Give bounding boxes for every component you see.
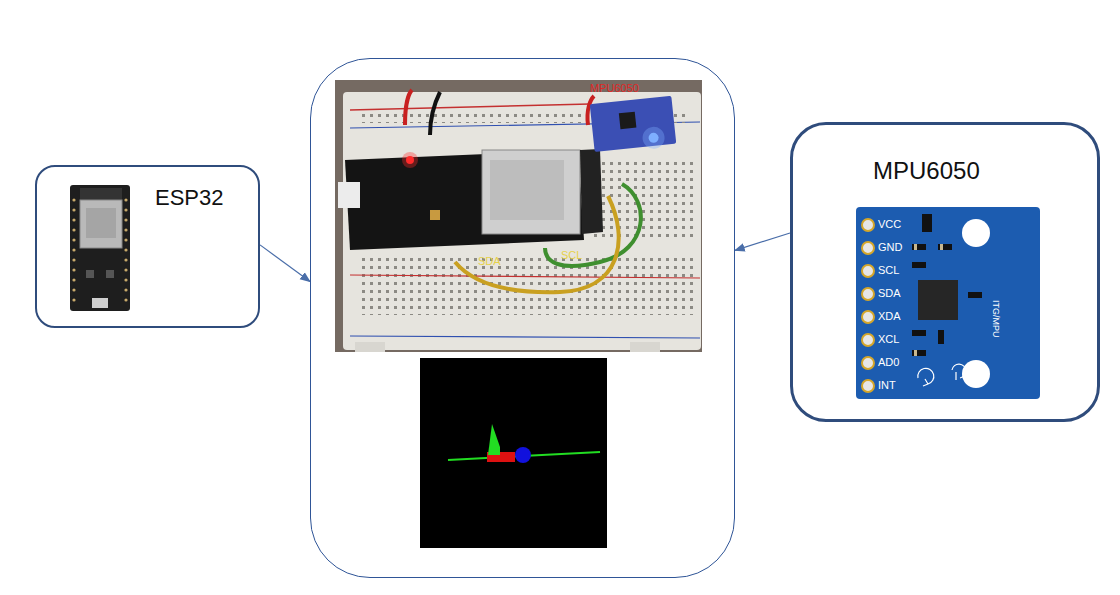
- chip-marking: ITG/MPU: [990, 300, 1000, 338]
- pin-name: VCC: [878, 218, 901, 230]
- orientation-render: [420, 358, 607, 548]
- signal-name: SDA: [478, 255, 501, 268]
- setup-panel: MPU6050SDA SCL: [310, 58, 735, 578]
- pin-name: AD0: [878, 356, 899, 368]
- pin-name: GND: [878, 241, 902, 253]
- pin-name: XCL: [878, 333, 899, 345]
- arrow-connector: [260, 245, 310, 282]
- signal-name: SCL: [561, 249, 582, 262]
- pin-name: XDA: [878, 310, 901, 322]
- pin-name: INT: [878, 379, 896, 391]
- esp32-board: [70, 185, 130, 311]
- board-box: ESP32: [35, 165, 260, 328]
- breadboard-photo: [335, 80, 702, 352]
- mpu6050-module: [856, 207, 1040, 399]
- sensor-box: MPU6050: [790, 122, 1100, 422]
- photo-label: MPU6050: [590, 82, 639, 95]
- pin-name: SCL: [878, 264, 899, 276]
- sensor-name: MPU6050: [873, 157, 980, 185]
- arrow-connector: [735, 233, 790, 250]
- board-name: ESP32: [155, 185, 224, 210]
- pin-name: SDA: [878, 287, 901, 299]
